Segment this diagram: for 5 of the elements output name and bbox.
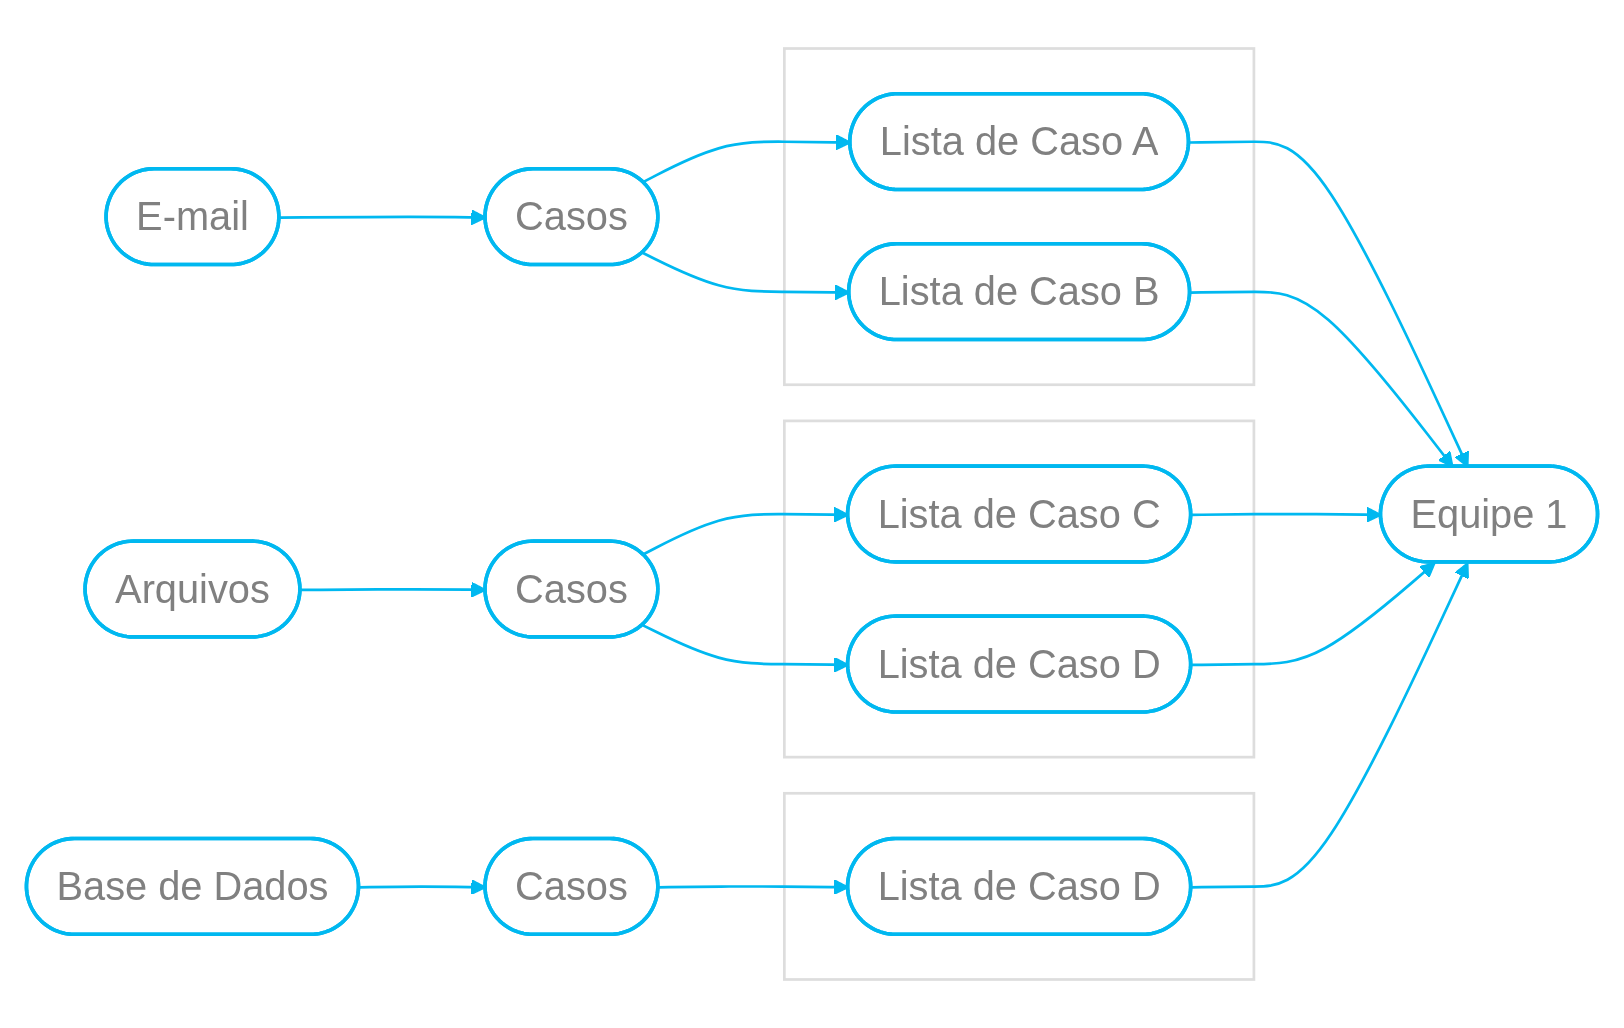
cluster: [783, 47, 1256, 387]
cluster: [783, 419, 1256, 759]
cluster: [783, 791, 1256, 981]
arrow: [1191, 562, 1469, 889]
arrow: [1191, 562, 1436, 667]
